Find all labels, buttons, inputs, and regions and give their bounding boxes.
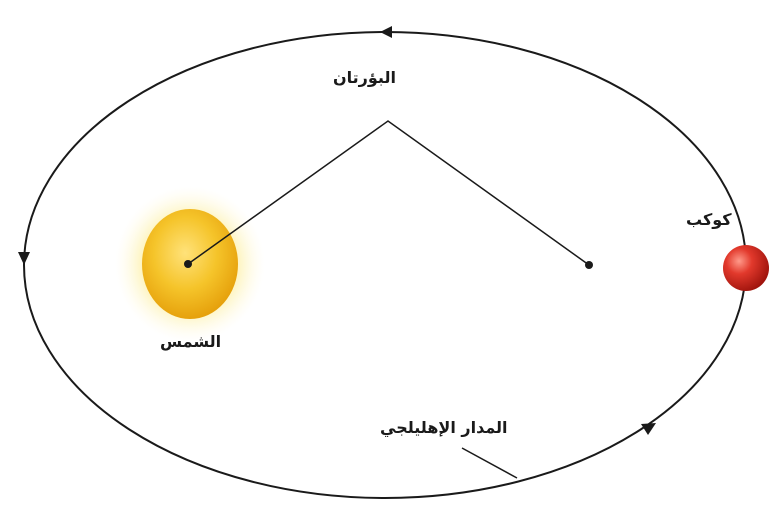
orbit-label: المدار الإهليلجي <box>380 418 508 437</box>
sun-label: الشمس <box>160 332 221 351</box>
orbit-label-pointer <box>462 448 517 478</box>
focus-point-sun <box>184 260 192 268</box>
planet <box>723 245 769 291</box>
focus-point-empty <box>585 261 593 269</box>
orbit-arrow-top <box>380 26 392 38</box>
foci-label: البؤرتان <box>333 68 396 87</box>
planet-label: كوكب <box>686 210 732 229</box>
orbit-arrow-left <box>18 252 30 265</box>
